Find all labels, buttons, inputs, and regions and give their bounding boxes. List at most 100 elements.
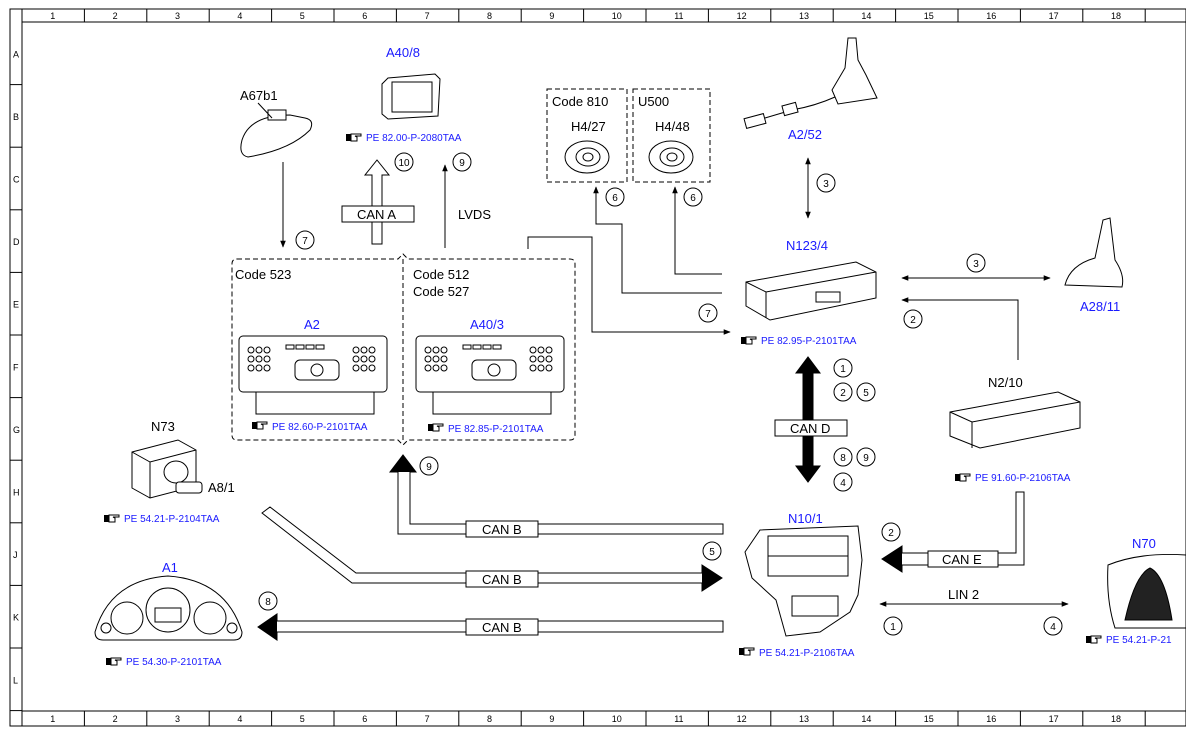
step-marker: 5 [702,541,722,561]
step-marker: 9 [856,447,876,467]
step-marker: 8 [258,591,278,611]
antenna-a28-11-drawing [1064,217,1124,288]
ruler-column-number: 15 [924,714,934,724]
a28-11-label: A28/11 [1080,299,1120,314]
station-button-icon [492,344,502,350]
ruler-column-number: 14 [861,11,871,21]
a40-8-ref: PE 82.00-P-2080TAA [366,133,462,144]
step-marker-number: 3 [973,259,979,270]
panel-button-icon [529,364,537,372]
station-button-icon [482,344,492,350]
can-a-label: CAN A [357,207,396,222]
sam-n10-1-drawing [744,525,863,637]
radio-a2-drawing [238,335,388,415]
ruler-column-number: 8 [487,714,492,724]
mirror-a67b1-drawing [240,102,313,158]
station-button-icon [295,344,305,350]
step-marker-number: 9 [426,462,432,473]
ruler-column-number: 10 [612,11,622,21]
reference-hand-icon [955,473,971,482]
step-marker: 10 [394,152,414,172]
step-marker-number: 8 [840,453,846,464]
can-b-2-label: CAN B [482,572,522,587]
code-527-label: Code 527 [413,284,469,299]
n2-10-ref: PE 91.60-P-2106TAA [975,473,1071,484]
reference-hand-icon [346,133,362,142]
step-marker-number: 8 [265,597,271,608]
panel-button-icon [255,355,263,363]
panel-button-icon [440,346,448,354]
step-marker: 4 [1043,616,1063,636]
ruler-column-number: 9 [549,11,554,21]
step-marker: 7 [698,303,718,323]
reference-hand-icon [739,647,755,656]
panel-button-icon [529,355,537,363]
step-marker-number: 2 [910,315,916,326]
can-a-arrow: CAN A [341,159,415,245]
panel-button-icon [255,346,263,354]
reference-hand-icon [1086,635,1102,644]
option-box-code-810: Code 810 [546,88,628,183]
lin-2-line: LIN 2 [879,587,1069,607]
can-e-label: CAN E [942,552,982,567]
antenna-a2-52-drawing [743,37,878,130]
panel-button-icon [424,346,432,354]
panel-button-icon [352,364,360,372]
panel-button-icon [352,355,360,363]
station-button-icon [462,344,472,350]
ruler-column-number: 5 [300,11,305,21]
panel-button-icon [368,355,376,363]
step-marker-number: 5 [709,547,715,558]
step-marker: 9 [419,456,439,476]
step-marker: 8 [833,447,853,467]
step-marker-number: 3 [823,179,829,190]
code-512-label: Code 512 [413,267,469,282]
speaker-line-h4-27 [593,186,722,294]
ruler-row-letter: E [13,300,19,310]
ruler-column-number: 12 [737,714,747,724]
control-unit-n2-10-drawing [949,391,1081,449]
instrument-cluster-a1-drawing [94,575,243,641]
step-marker: 2 [833,382,853,402]
panel-button-icon [263,346,271,354]
speaker-h4-48-drawing [648,140,694,174]
ruler-column-number: 13 [799,11,809,21]
n123-4-label: N123/4 [786,238,828,253]
reference-hand-icon [428,423,444,432]
ruler-column-number: 10 [612,714,622,724]
panel-button-icon [255,364,263,372]
reference-hand-icon [104,514,120,523]
u500-label: U500 [638,94,669,109]
panel-button-icon [440,355,448,363]
ruler-row-letter: K [13,613,19,623]
crash-signal-line [901,297,1019,360]
step-marker-number: 5 [863,388,869,399]
ruler-row-letter: A [13,49,19,59]
n73-label: N73 [151,419,175,434]
station-button-icon [285,344,295,350]
ruler-column-number: 3 [175,11,180,21]
step-marker: 5 [856,382,876,402]
n2-10-label: N2/10 [988,375,1023,390]
panel-button-icon [263,355,271,363]
ruler-column-number: 7 [425,714,430,724]
a1-label: A1 [162,560,178,575]
a40-3-label: A40/3 [470,317,504,332]
ruler-column-number: 17 [1049,714,1059,724]
ruler-column-number: 2 [113,11,118,21]
ruler-column-number: 13 [799,714,809,724]
can-d-arrow: CAN D [774,356,848,483]
can-b-lower: CAN B [257,613,724,641]
panel-button-icon [368,364,376,372]
code-523-label: Code 523 [235,267,291,282]
ruler-column-number: 15 [924,11,934,21]
step-marker-number: 1 [890,622,896,633]
ruler-column-number: 14 [861,714,871,724]
code-810-label: Code 810 [552,94,608,109]
step-marker: 3 [966,253,986,273]
reference-hand-icon [741,336,757,345]
panel-button-icon [368,346,376,354]
step-marker: 4 [833,472,853,492]
ruler-column-number: 18 [1111,714,1121,724]
